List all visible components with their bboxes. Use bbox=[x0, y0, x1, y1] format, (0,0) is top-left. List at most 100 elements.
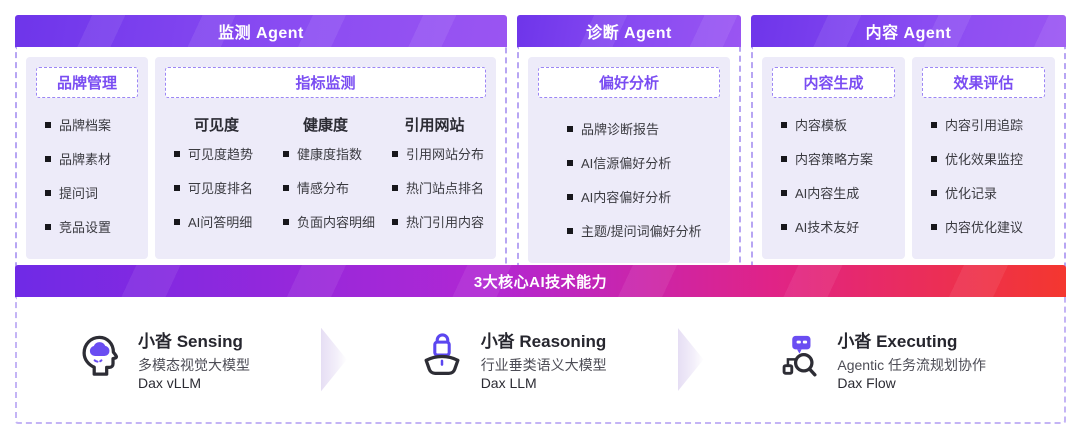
item-label: 负面内容明细 bbox=[297, 215, 376, 230]
group-column: 可见度可见度趋势可见度排名 AI问答明细 bbox=[162, 107, 271, 251]
item-list: 内容引用追踪优化效果监控优化记录内容优化建议 bbox=[919, 115, 1048, 251]
list-item: 主题/提问词偏好分析 bbox=[567, 221, 723, 240]
square-bullet-icon bbox=[392, 150, 398, 157]
list-item: 热门站点排名 bbox=[392, 178, 489, 197]
column-header: 可见度 bbox=[193, 117, 239, 134]
item-label: 提问词 bbox=[59, 186, 99, 201]
capability-description: 行业垂类语义大模型 bbox=[480, 356, 607, 373]
square-bullet-icon bbox=[45, 189, 51, 196]
square-bullet-icon bbox=[781, 155, 787, 162]
robot-search-icon bbox=[774, 331, 822, 388]
group-card: 内容生成内容模板内容策略方案 AI内容生成 AI技术友好 bbox=[762, 57, 905, 259]
flow-arrow-icon bbox=[677, 327, 704, 392]
square-bullet-icon bbox=[283, 184, 289, 191]
brain-head-icon bbox=[75, 331, 123, 388]
agent-title: 内容 Agent bbox=[865, 25, 952, 42]
square-bullet-icon bbox=[781, 223, 787, 230]
group-title: 偏好分析 bbox=[538, 67, 720, 98]
group-columns: 内容引用追踪优化效果监控优化记录内容优化建议 bbox=[919, 107, 1048, 251]
item-label: 品牌素材 bbox=[59, 152, 112, 167]
square-bullet-icon bbox=[45, 155, 51, 162]
group-column: 内容模板内容策略方案 AI内容生成 AI技术友好 bbox=[769, 107, 898, 251]
list-item: AI信源偏好分析 bbox=[567, 153, 723, 172]
list-item: 内容引用追踪 bbox=[931, 115, 1048, 134]
list-item: 负面内容明细 bbox=[283, 212, 380, 231]
square-bullet-icon bbox=[567, 125, 573, 132]
capability-name: 小沓 Reasoning bbox=[480, 331, 607, 351]
item-label: 热门站点排名 bbox=[406, 181, 485, 196]
item-label: 内容模板 bbox=[795, 118, 848, 133]
square-bullet-icon bbox=[567, 193, 573, 200]
group-columns: 内容模板内容策略方案 AI内容生成 AI技术友好 bbox=[769, 107, 898, 251]
agent-header: 诊断 Agent bbox=[517, 15, 741, 47]
item-label: 情感分布 bbox=[297, 181, 350, 196]
agent-header: 内容 Agent bbox=[751, 15, 1066, 47]
capability-description: Agentic 任务流规划协作 bbox=[837, 356, 986, 373]
column-header: 引用网站 bbox=[404, 117, 465, 134]
list-item: 可见度趋势 bbox=[174, 144, 271, 163]
item-label: 引用网站分布 bbox=[406, 147, 485, 162]
list-item: 品牌素材 bbox=[45, 149, 141, 168]
ship-icon bbox=[418, 331, 466, 388]
square-bullet-icon bbox=[781, 189, 787, 196]
square-bullet-icon bbox=[174, 184, 180, 191]
agent-title: 诊断 Agent bbox=[586, 25, 672, 42]
capability-name: 小沓 Executing bbox=[837, 331, 958, 351]
item-label: 可见度排名 bbox=[188, 181, 254, 196]
item-label: 内容策略方案 bbox=[795, 152, 874, 167]
list-item: AI内容生成 bbox=[781, 183, 898, 202]
group-column: 内容引用追踪优化效果监控优化记录内容优化建议 bbox=[919, 107, 1048, 251]
list-item: 热门引用内容 bbox=[392, 212, 489, 231]
list-item: 内容优化建议 bbox=[931, 217, 1048, 236]
list-item: AI内容偏好分析 bbox=[567, 187, 723, 206]
list-item: AI技术友好 bbox=[781, 217, 898, 236]
group-card: 品牌管理品牌档案品牌素材提问词竞品设置 bbox=[26, 57, 148, 259]
square-bullet-icon bbox=[45, 121, 51, 128]
item-label: 主题/提问词偏好分析 bbox=[581, 224, 702, 239]
group-columns: 品牌档案品牌素材提问词竞品设置 bbox=[33, 107, 141, 251]
list-item: AI问答明细 bbox=[174, 212, 271, 231]
square-bullet-icon bbox=[567, 159, 573, 166]
square-bullet-icon bbox=[781, 121, 787, 128]
list-item: 内容模板 bbox=[781, 115, 898, 134]
item-label: 品牌档案 bbox=[59, 118, 112, 133]
list-item: 品牌档案 bbox=[45, 115, 141, 134]
square-bullet-icon bbox=[931, 189, 937, 196]
item-list: 引用网站分布热门站点排名热门引用内容 bbox=[380, 144, 489, 246]
group-column: 品牌档案品牌素材提问词竞品设置 bbox=[33, 107, 141, 251]
square-bullet-icon bbox=[174, 218, 180, 225]
capabilities-title: 3大核心AI技术能力 bbox=[473, 273, 608, 291]
item-list: 品牌档案品牌素材提问词竞品设置 bbox=[33, 115, 141, 251]
list-item: 引用网站分布 bbox=[392, 144, 489, 163]
agent-title: 监测 Agent bbox=[218, 25, 304, 42]
flow-arrow-icon bbox=[320, 327, 347, 392]
capabilities-header: 3大核心AI技术能力 bbox=[15, 265, 1066, 297]
item-label: 优化效果监控 bbox=[945, 152, 1024, 167]
group-title: 内容生成 bbox=[772, 67, 895, 98]
group-card: 效果评估内容引用追踪优化效果监控优化记录内容优化建议 bbox=[912, 57, 1055, 259]
list-item: 优化效果监控 bbox=[931, 149, 1048, 168]
item-list: 可见度趋势可见度排名 AI问答明细 bbox=[162, 144, 271, 246]
item-label: 健康度指数 bbox=[297, 147, 363, 162]
item-label: 优化记录 bbox=[945, 186, 998, 201]
list-item: 优化记录 bbox=[931, 183, 1048, 202]
list-item: 提问词 bbox=[45, 183, 141, 202]
capability-description: 多模态视觉大模型 bbox=[138, 356, 250, 373]
group-column: 引用网站引用网站分布热门站点排名热门引用内容 bbox=[380, 107, 489, 251]
square-bullet-icon bbox=[392, 184, 398, 191]
square-bullet-icon bbox=[45, 223, 51, 230]
agent-header: 监测 Agent bbox=[15, 15, 507, 47]
item-label: AI内容生成 bbox=[795, 186, 860, 201]
